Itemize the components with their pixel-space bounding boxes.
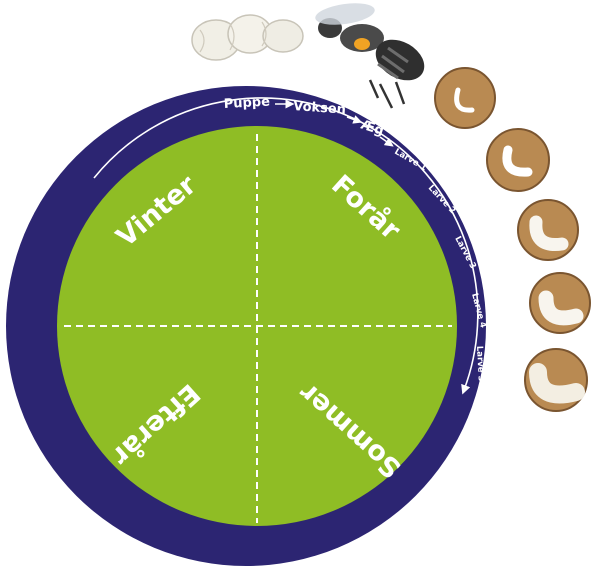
larva-icon xyxy=(434,67,591,412)
pupa-icon xyxy=(191,14,304,61)
arrow-egg-larva1 xyxy=(379,136,394,147)
stage-label-larva5: Larve 5 xyxy=(474,346,486,382)
bee-icon xyxy=(315,3,425,109)
stage-label-egg: Æg xyxy=(359,118,386,140)
arrow-adult-egg xyxy=(346,115,363,124)
ring-arc-line xyxy=(93,97,479,395)
stage-label-adult: Voksen xyxy=(293,99,347,118)
stage-label-pupa: Puppe xyxy=(223,95,270,112)
